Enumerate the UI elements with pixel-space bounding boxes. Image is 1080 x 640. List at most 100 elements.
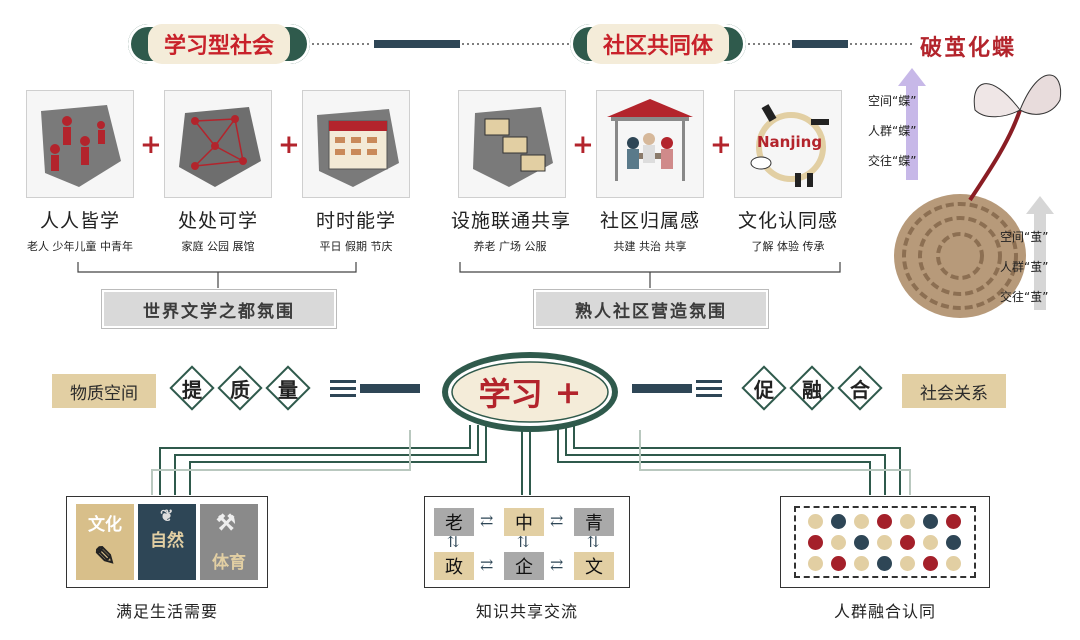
- vertical-arrow-icon: ⇅: [517, 533, 530, 551]
- metamorphosis-title: 破茧化蝶: [920, 35, 1017, 61]
- diamond-he: 合: [837, 365, 883, 411]
- panel-network: [164, 90, 272, 198]
- cell-culture: 文: [574, 552, 614, 580]
- pencil-icon: ✎: [94, 542, 116, 572]
- cell-gov: 政: [434, 552, 474, 580]
- cocoon-people: 人群“茧”: [1000, 260, 1049, 274]
- person-dot: [831, 514, 846, 529]
- person-dot: [854, 535, 869, 550]
- plus-sign: +: [278, 130, 300, 160]
- person-dot: [854, 556, 869, 571]
- diamond-ti: 提: [169, 365, 215, 411]
- person-dot: [946, 514, 961, 529]
- diamond-text: 量: [278, 377, 298, 402]
- calendar-icon: [317, 109, 399, 187]
- person-dot: [854, 514, 869, 529]
- person-dot: [831, 556, 846, 571]
- person-dot: [877, 514, 892, 529]
- tile-sports-label: 体育: [212, 553, 246, 573]
- nanjing-badge: Nanjing: [757, 133, 823, 151]
- diamond-text: 提: [182, 377, 202, 402]
- sub-facility: 养老 广场 公服: [473, 240, 547, 253]
- person-dot: [808, 535, 823, 550]
- caption-everyone-learns: 人人皆学: [39, 210, 120, 232]
- fusion-dashed-frame: [794, 506, 976, 578]
- panel-people: [26, 90, 134, 198]
- panel-facility: [458, 90, 566, 198]
- person-dot: [946, 535, 961, 550]
- facility-icon: [473, 107, 553, 187]
- swap-arrow-icon: ⇄: [480, 511, 494, 530]
- diamond-text: 质: [230, 377, 250, 402]
- panel-pavilion: [596, 90, 704, 198]
- tile-culture: 文化 ✎: [76, 504, 134, 580]
- cell-young: 青: [574, 508, 614, 536]
- sharing-label: 知识共享交流: [475, 602, 578, 621]
- person-dot: [923, 535, 938, 550]
- cell-enterprise: 企: [504, 552, 544, 580]
- diamond-text: 融: [802, 377, 822, 402]
- cocoon-space: 空间“茧”: [1000, 230, 1049, 244]
- acquaintance-community-box: 熟人社区营造氛围: [534, 290, 768, 328]
- diamond-cu: 促: [741, 365, 787, 411]
- person-dot: [877, 556, 892, 571]
- vertical-arrow-icon: ⇅: [587, 533, 600, 551]
- fusion-label: 人群融合认同: [833, 602, 936, 621]
- cocoon-interaction: 交往“茧”: [1000, 290, 1049, 304]
- plus-sign: +: [572, 130, 594, 160]
- sub-everywhere-learns: 家庭 公园 展馆: [181, 240, 255, 253]
- tile-nature-label: 自然: [150, 531, 184, 551]
- sub-culture: 了解 体验 传承: [751, 240, 825, 253]
- learning-center-label: 学习: [478, 375, 543, 413]
- caption-facility: 设施联通共享: [450, 210, 571, 232]
- diamond-text: 促: [754, 377, 774, 402]
- tile-sports: 体育 ⚒: [200, 504, 258, 580]
- people-icon: [41, 105, 121, 187]
- plus-sign: +: [140, 130, 162, 160]
- learning-center-plus: +: [554, 373, 582, 411]
- leaf-icon: ❦: [160, 506, 174, 525]
- butterfly-space: 空间“蝶”: [868, 94, 917, 108]
- needs-label: 满足生活需要: [115, 602, 218, 621]
- caption-everywhere-learns: 处处可学: [177, 210, 258, 232]
- nanjing-icon: [750, 104, 829, 187]
- material-space-tag: 物质空间: [52, 374, 156, 408]
- diamond-zhi: 质: [217, 365, 263, 411]
- diamond-liang: 量: [265, 365, 311, 411]
- cell-middle: 中: [504, 508, 544, 536]
- banner-label: 社区共同体: [586, 24, 729, 64]
- caption-culture: 文化认同感: [737, 210, 838, 232]
- banner-label: 学习型社会: [147, 24, 290, 64]
- network-icon: [179, 107, 261, 187]
- caption-anytime-learns: 时时能学: [315, 210, 396, 232]
- learning-center-title: 学习 +: [452, 370, 608, 414]
- butterfly-people: 人群“蝶”: [868, 124, 917, 138]
- sub-belonging: 共建 共治 共享: [613, 240, 687, 253]
- person-dot: [900, 556, 915, 571]
- diamond-rong: 融: [789, 365, 835, 411]
- swap-arrow-icon: ⇄: [550, 511, 564, 530]
- person-dot: [923, 514, 938, 529]
- vertical-arrow-icon: ⇅: [447, 533, 460, 551]
- sub-anytime-learns: 平日 假期 节庆: [319, 240, 393, 253]
- diamond-text: 合: [850, 377, 870, 402]
- person-dot: [877, 535, 892, 550]
- panel-nanjing: Nanjing: [734, 90, 842, 198]
- dumbbell-icon: ⚒: [216, 510, 236, 536]
- sub-everyone-learns: 老人 少年儿童 中青年: [27, 240, 133, 253]
- community-banner: 社区共同体: [570, 24, 746, 64]
- literature-capital-box: 世界文学之都氛围: [102, 290, 336, 328]
- tile-nature: 自然 ❦: [138, 504, 196, 580]
- social-relations-tag: 社会关系: [902, 374, 1006, 408]
- plus-sign: +: [710, 130, 732, 160]
- caption-belonging: 社区归属感: [599, 210, 700, 232]
- cell-old: 老: [434, 508, 474, 536]
- person-dot: [808, 556, 823, 571]
- swap-arrow-icon: ⇄: [550, 555, 564, 574]
- person-dot: [946, 556, 961, 571]
- panel-calendar: [302, 90, 410, 198]
- tile-culture-label: 文化: [88, 515, 122, 535]
- butterfly-interaction: 交往“蝶”: [868, 154, 917, 168]
- learning-society-banner: 学习型社会: [128, 24, 310, 64]
